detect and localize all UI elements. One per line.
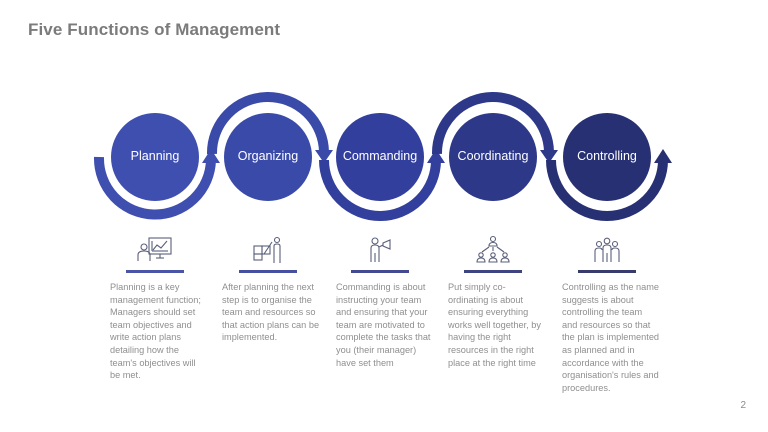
description-coordinating: Put simply co-ordinating is about ensuri… xyxy=(448,282,541,368)
organizing-arrow xyxy=(206,92,333,163)
divider-controlling xyxy=(578,270,636,273)
description-planning: Planning is a key management function; M… xyxy=(110,282,201,381)
description-controlling: Controlling as the name suggests is abou… xyxy=(562,282,660,393)
commanding-arrow xyxy=(319,149,445,221)
presentation-chart-icon xyxy=(137,237,172,261)
planning-arrow xyxy=(93,149,220,220)
divider-coordinating xyxy=(464,270,522,273)
coordinating-arrow xyxy=(431,92,558,163)
commanding-circle xyxy=(336,113,424,201)
puzzle-person-icon xyxy=(253,236,281,263)
team-group-icon xyxy=(594,237,620,262)
controlling-arrow xyxy=(546,149,672,221)
divider-organizing xyxy=(239,270,297,273)
divider-commanding xyxy=(351,270,409,273)
step-label-organizing: Organizing xyxy=(237,149,299,163)
hierarchy-icon xyxy=(476,235,510,263)
step-label-commanding: Commanding xyxy=(342,149,418,163)
person-megaphone-icon xyxy=(370,237,391,262)
planning-circle xyxy=(111,113,199,201)
divider-planning xyxy=(126,270,184,273)
step-label-coordinating: Coordinating xyxy=(457,149,529,163)
organizing-circle xyxy=(224,113,312,201)
description-commanding: Commanding is about instructing your tea… xyxy=(336,282,431,368)
page-number: 2 xyxy=(740,400,746,411)
step-label-controlling: Controlling xyxy=(577,149,637,163)
step-label-planning: Planning xyxy=(130,149,180,163)
slide-title: Five Functions of Management xyxy=(28,20,281,39)
description-organizing: After planning the next step is to organ… xyxy=(222,282,320,343)
coordinating-circle xyxy=(449,113,537,201)
controlling-circle xyxy=(563,113,651,201)
